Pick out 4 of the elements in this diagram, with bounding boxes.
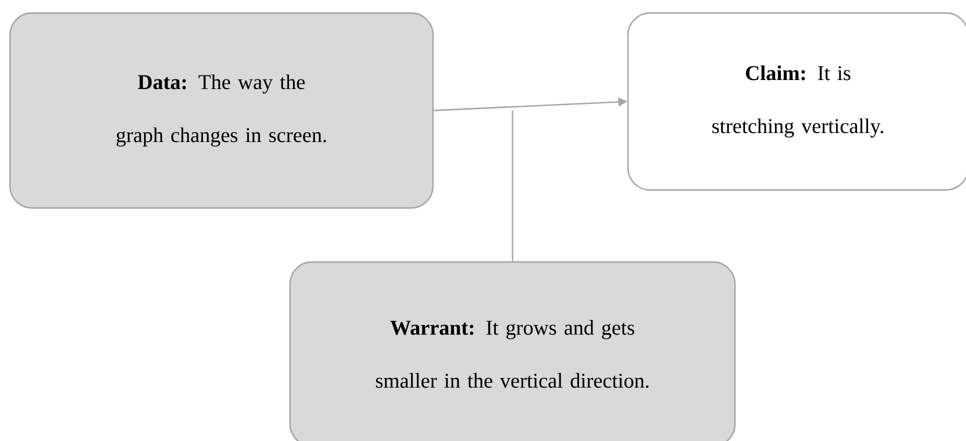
text-box: Warrant: It grows and gets smaller in the vertical direction.: [289, 261, 736, 441]
text-box: Data: The way the graph changes in screen.: [9, 12, 434, 209]
text-box: Claim: It is stretching vertically.: [627, 12, 966, 191]
connector: [512, 110, 514, 262]
